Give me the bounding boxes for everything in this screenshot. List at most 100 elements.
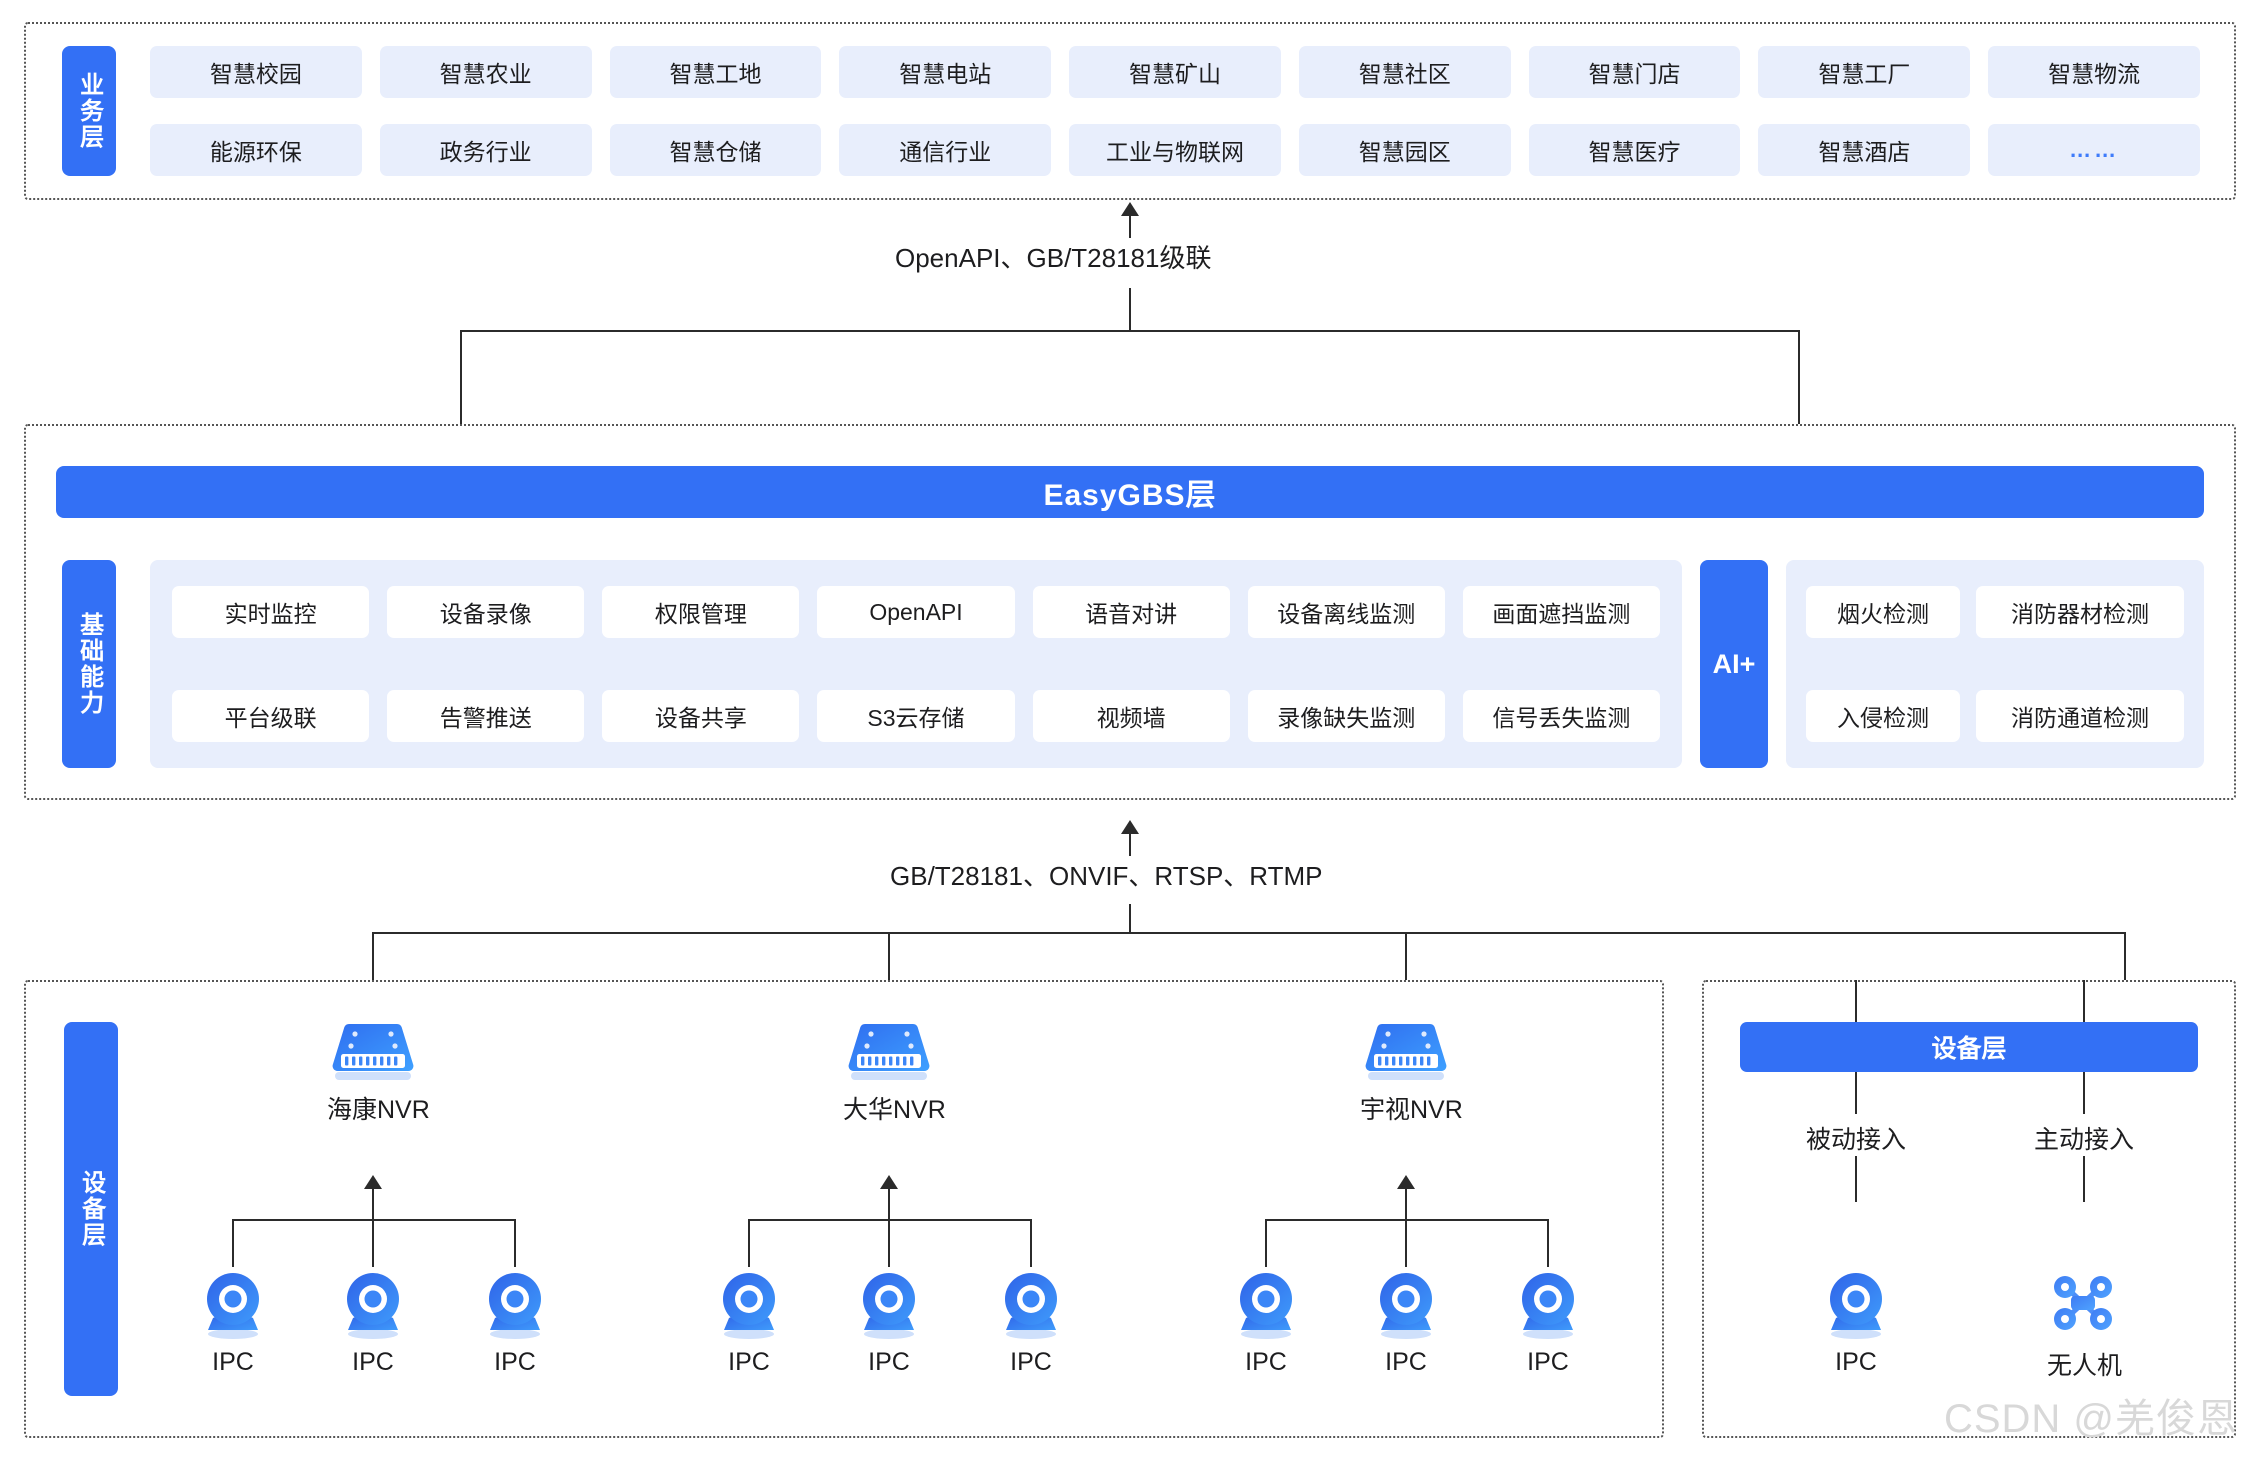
ipc-camera-icon	[1512, 1268, 1584, 1340]
direct-ipc-node[interactable]: IPC	[1820, 1268, 1892, 1377]
ipc-drop	[1405, 1219, 1407, 1267]
capability-item[interactable]: 实时监控	[172, 586, 370, 638]
device-layer-bar[interactable]: 设备层	[1740, 1022, 2198, 1072]
ipc-node[interactable]: IPC	[197, 1268, 269, 1377]
ipc-node[interactable]: IPC	[853, 1268, 925, 1377]
direct-ipc-label: IPC	[1835, 1348, 1877, 1376]
ai-capability-panel: 烟火检测 消防器材检测 入侵检测 消防通道检测	[1786, 560, 2204, 768]
ipc-node[interactable]: IPC	[713, 1268, 785, 1377]
business-item[interactable]: 智慧酒店	[1758, 124, 1971, 176]
nvr-stem	[372, 1187, 374, 1221]
connector-vertical-mid	[1129, 288, 1131, 332]
capability-item[interactable]: OpenAPI	[817, 586, 1015, 638]
ipc-label: IPC	[494, 1348, 536, 1376]
ipc-node[interactable]: IPC	[995, 1268, 1067, 1377]
arrow-up-icon	[1121, 820, 1139, 834]
business-item[interactable]: 智慧矿山	[1069, 46, 1281, 98]
ai-capability-item[interactable]: 入侵检测	[1806, 690, 1961, 742]
business-item[interactable]: 智慧校园	[150, 46, 362, 98]
watermark: CSDN @羌俊恩	[1943, 1397, 2238, 1441]
device-layer-side-label: 设备层	[64, 1022, 118, 1396]
ai-capability-item[interactable]: 烟火检测	[1806, 586, 1961, 638]
ipc-drop	[1547, 1219, 1549, 1267]
business-item[interactable]: 能源环保	[150, 124, 362, 176]
nvr-label: 海康NVR	[327, 1096, 430, 1124]
business-item[interactable]: 通信行业	[839, 124, 1052, 176]
ai-capability-grid: 烟火检测 消防器材检测 入侵检测 消防通道检测	[1806, 586, 2184, 742]
capability-item[interactable]: 设备离线监测	[1247, 586, 1445, 638]
business-item-more[interactable]: ……	[1988, 124, 2200, 176]
business-items-grid: 智慧校园 智慧农业 智慧工地 智慧电站 智慧矿山 智慧社区 智慧门店 智慧工厂 …	[150, 46, 2200, 176]
nvr-node[interactable]: 海康NVR	[327, 1020, 430, 1126]
ipc-camera-icon	[995, 1268, 1067, 1340]
business-item[interactable]: 政务行业	[379, 124, 592, 176]
connector-branch-nvr1	[372, 932, 374, 980]
connector-horizontal	[460, 330, 1800, 332]
ai-capability-item[interactable]: 消防器材检测	[1976, 586, 2184, 638]
ipc-node[interactable]: IPC	[1512, 1268, 1584, 1377]
arrow-up-icon	[1121, 202, 1139, 216]
capability-item[interactable]: 录像缺失监测	[1247, 690, 1445, 742]
drone-node[interactable]: 无人机	[2047, 1272, 2123, 1382]
nvr-stem	[888, 1187, 890, 1221]
capability-item[interactable]: 视频墙	[1032, 690, 1230, 742]
ipc-label: IPC	[1385, 1348, 1427, 1376]
right-stem-low-passive	[1855, 1156, 1857, 1202]
ai-plus-label-text: AI+	[1712, 648, 1756, 679]
ipc-node[interactable]: IPC	[1230, 1268, 1302, 1377]
connector-ipc-to-nvr-1	[0, 1175, 2260, 1285]
capability-item[interactable]: 语音对讲	[1032, 586, 1230, 638]
business-item[interactable]: 智慧农业	[379, 46, 592, 98]
capability-item[interactable]: 设备共享	[602, 690, 800, 742]
nvr-icon	[327, 1020, 419, 1082]
arrow-up-icon	[1397, 1175, 1415, 1189]
drone-icon	[2047, 1272, 2119, 1338]
capability-grid: 实时监控 设备录像 权限管理 OpenAPI 语音对讲 设备离线监测 画面遮挡监…	[172, 586, 1660, 742]
capability-item[interactable]: 平台级联	[172, 690, 370, 742]
business-item[interactable]: 智慧门店	[1528, 46, 1741, 98]
business-item[interactable]: 智慧工厂	[1758, 46, 1971, 98]
nvr-node[interactable]: 宇视NVR	[1360, 1020, 1463, 1126]
easygbs-bar[interactable]: EasyGBS层	[56, 466, 2204, 518]
right-stem-mid-passive	[1855, 1072, 1857, 1114]
right-stem-low-active	[2083, 1156, 2085, 1202]
connector-branch-right	[1798, 330, 1800, 424]
business-item[interactable]: 智慧电站	[839, 46, 1052, 98]
drone-label: 无人机	[2047, 1352, 2123, 1380]
connector-device-to-gbs: GB/T28181、ONVIF、RTSP、RTMP	[0, 800, 2260, 980]
ipc-camera-icon	[713, 1268, 785, 1340]
ai-capability-item[interactable]: 消防通道检测	[1976, 690, 2184, 742]
capability-item[interactable]: 信号丢失监测	[1462, 690, 1660, 742]
ipc-label: IPC	[868, 1348, 910, 1376]
connector-branch-nvr2	[888, 932, 890, 980]
capability-item[interactable]: S3云存储	[817, 690, 1015, 742]
business-item[interactable]: 智慧社区	[1298, 46, 1511, 98]
ipc-camera-icon	[1820, 1268, 1892, 1340]
capability-item[interactable]: 设备录像	[387, 586, 585, 638]
business-layer-side-label-text: 业务层	[75, 72, 103, 150]
nvr-stem	[1405, 1187, 1407, 1221]
right-stem-mid-active	[2083, 1072, 2085, 1114]
ipc-camera-icon	[337, 1268, 409, 1340]
business-item[interactable]: 智慧医疗	[1528, 124, 1741, 176]
capability-item[interactable]: 画面遮挡监测	[1462, 586, 1660, 638]
business-item[interactable]: 智慧仓储	[609, 124, 822, 176]
right-stem-top-active	[2083, 980, 2085, 1022]
nvr-node[interactable]: 大华NVR	[843, 1020, 946, 1126]
ipc-camera-icon	[1230, 1268, 1302, 1340]
ipc-drop	[748, 1219, 750, 1267]
ipc-node[interactable]: IPC	[1370, 1268, 1442, 1377]
ipc-node[interactable]: IPC	[479, 1268, 551, 1377]
ipc-drop	[232, 1219, 234, 1267]
business-item[interactable]: 智慧工地	[609, 46, 822, 98]
connector-ipc-to-nvr-3	[0, 1175, 2260, 1285]
ipc-camera-icon	[479, 1268, 551, 1340]
ipc-node[interactable]: IPC	[337, 1268, 409, 1377]
business-item[interactable]: 智慧物流	[1988, 46, 2200, 98]
connector-vertical-mid	[1129, 904, 1131, 934]
business-item[interactable]: 智慧园区	[1298, 124, 1511, 176]
capability-item[interactable]: 告警推送	[387, 690, 585, 742]
business-item[interactable]: 工业与物联网	[1069, 124, 1281, 176]
capability-item[interactable]: 权限管理	[602, 586, 800, 638]
